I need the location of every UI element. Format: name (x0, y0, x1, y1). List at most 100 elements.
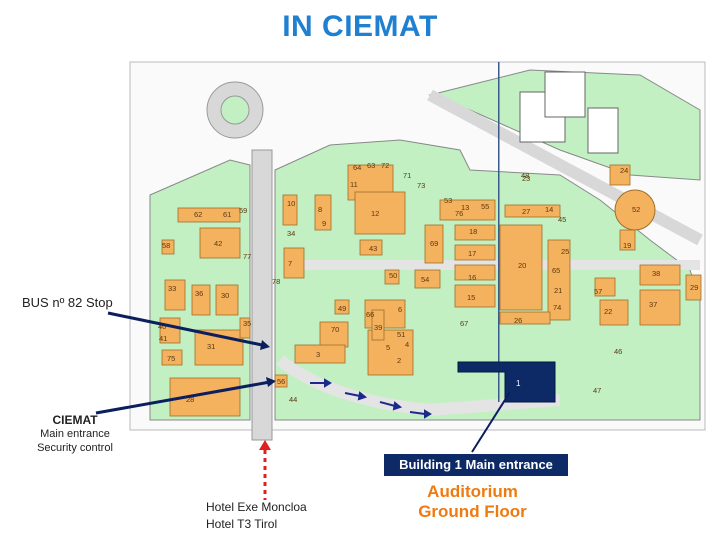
building-number-16: 16 (468, 273, 476, 282)
building-number-71: 71 (403, 171, 411, 180)
hotel-1: Hotel Exe Moncloa (206, 500, 307, 514)
building-number-37: 37 (649, 300, 657, 309)
main-road (251, 149, 273, 441)
building-number-69: 69 (430, 239, 438, 248)
building-number-13: 13 (461, 203, 469, 212)
building-number-26: 26 (514, 316, 522, 325)
hotel-label: Hotel Exe Moncloa Hotel T3 Tirol (206, 499, 307, 533)
building-number-38: 38 (652, 269, 660, 278)
building1-pointer (471, 391, 511, 453)
auditorium-label: Auditorium Ground Floor (405, 482, 540, 522)
building-number-7: 7 (288, 259, 292, 268)
building-number-40: 40 (158, 322, 166, 331)
building-number-4: 4 (405, 340, 409, 349)
building-number-50: 50 (389, 271, 397, 280)
building-number-2: 2 (397, 356, 401, 365)
page-title: IN CIEMAT (282, 10, 438, 43)
building-number-75: 75 (167, 354, 175, 363)
building-number-51: 51 (397, 330, 405, 339)
building-number-29: 29 (690, 283, 698, 292)
building-number-42: 42 (214, 239, 222, 248)
building-number-46: 46 (614, 347, 622, 356)
building-number-22: 22 (604, 307, 612, 316)
building-number-66: 66 (366, 310, 374, 319)
building-number-18: 18 (469, 227, 477, 236)
map-line (498, 62, 500, 402)
building-number-77: 77 (243, 252, 251, 261)
building-number-74: 74 (553, 303, 561, 312)
ciemat-name: CIEMAT (52, 413, 98, 427)
building-number-54: 54 (421, 275, 429, 284)
building-number-62: 62 (194, 210, 202, 219)
building-number-9: 9 (322, 219, 326, 228)
building-number-44: 44 (289, 395, 297, 404)
building-number-10: 10 (287, 199, 295, 208)
building-number-28: 28 (186, 395, 194, 404)
building-number-56: 56 (277, 377, 285, 386)
building-number-73: 73 (417, 181, 425, 190)
building-number-21: 21 (554, 286, 562, 295)
building-number-6: 6 (398, 305, 402, 314)
building-number-67: 67 (460, 319, 468, 328)
building-number-39: 39 (374, 323, 382, 332)
building-number-24: 24 (620, 166, 628, 175)
building-number-72: 72 (381, 161, 389, 170)
building-number-11: 11 (350, 180, 358, 189)
building-number-34: 34 (287, 229, 295, 238)
building-number-27: 27 (522, 207, 530, 216)
ciemat-entrance-label: CIEMAT Main entrance Security control (20, 413, 130, 455)
building-number-25: 25 (561, 247, 569, 256)
sports-field-2 (544, 71, 586, 118)
building-number-65: 65 (552, 266, 560, 275)
building-number-5: 5 (386, 343, 390, 352)
building-number-59: 59 (239, 206, 247, 215)
ciemat-line1: Main entrance (40, 428, 110, 440)
building-number-35: 35 (243, 319, 251, 328)
building-number-63: 63 (367, 161, 375, 170)
route-arrows (310, 378, 432, 419)
building-number-78: 78 (272, 277, 280, 286)
building1-entrance-box: Building 1 Main entrance (384, 454, 568, 476)
building-number-61: 61 (223, 210, 231, 219)
building-number-45: 45 (558, 215, 566, 224)
building-number-58: 58 (162, 241, 170, 250)
building-number-36: 36 (195, 289, 203, 298)
building-number-70: 70 (331, 325, 339, 334)
bus-stop-label: BUS nº 82 Stop (22, 295, 113, 310)
sports-court (587, 107, 619, 154)
building-number-8: 8 (318, 205, 322, 214)
building-number-23: 23 (522, 174, 530, 183)
building-number-31: 31 (207, 342, 215, 351)
building-number-12: 12 (371, 209, 379, 218)
building-number-41: 41 (159, 334, 167, 343)
building-number-3: 3 (316, 350, 320, 359)
building-number-64: 64 (353, 163, 361, 172)
building-number-53: 53 (444, 196, 452, 205)
svg-text:1: 1 (516, 379, 521, 388)
building-number-55: 55 (481, 202, 489, 211)
building-number-20: 20 (518, 261, 526, 270)
building-number-47: 47 (593, 386, 601, 395)
building-number-52: 52 (632, 205, 640, 214)
auditorium-line2: Ground Floor (418, 502, 527, 521)
building-number-76: 76 (455, 209, 463, 218)
bus-pointer (107, 311, 263, 347)
diagonal-road (427, 89, 703, 246)
building-number-30: 30 (221, 291, 229, 300)
building-number-19: 19 (623, 241, 631, 250)
building-number-33: 33 (168, 284, 176, 293)
entrance-pointer (95, 380, 271, 415)
building-number-17: 17 (468, 249, 476, 258)
buildings (159, 164, 702, 417)
building-number-48: 48 (521, 171, 529, 180)
ciemat-line2: Security control (37, 442, 113, 454)
building-number-57: 57 (594, 287, 602, 296)
auditorium-line1: Auditorium (427, 482, 518, 501)
building-number-15: 15 (467, 293, 475, 302)
building-number-49: 49 (338, 304, 346, 313)
hotel-2: Hotel T3 Tirol (206, 517, 278, 531)
building-1-highlight (457, 361, 556, 403)
building-number-14: 14 (545, 205, 553, 214)
